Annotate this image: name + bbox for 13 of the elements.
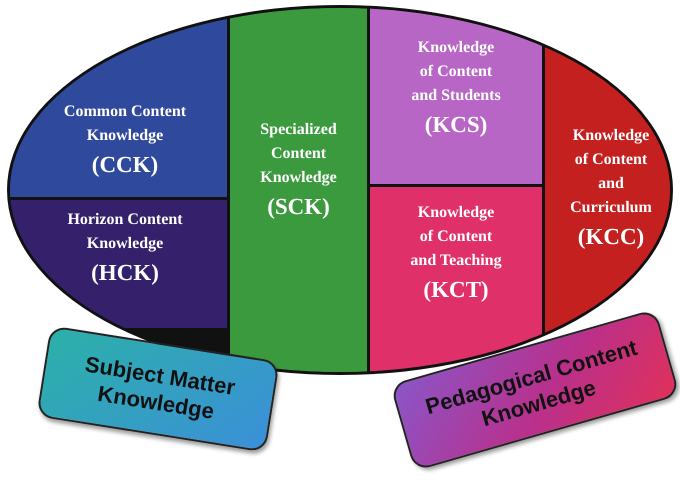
category-label: Subject Matter Knowledge (82, 350, 238, 426)
region-label: Common Content Knowledge (62, 102, 188, 146)
region-label: Knowledge of Content and Curriculum (569, 126, 653, 218)
region-label: Horizon Content Knowledge (66, 210, 184, 254)
region-label: Specialized Content Knowledge (259, 120, 338, 188)
abbreviation-label: (KCT) (422, 276, 490, 304)
abbreviation-label: (KCC) (576, 223, 646, 251)
abbreviation-label: (HCK) (90, 259, 160, 287)
region-label: Knowledge of Content and Students (410, 38, 502, 106)
abbreviation-label: (CCK) (90, 151, 160, 179)
abbreviation-label: (KCS) (424, 111, 488, 139)
region-label: Knowledge of Content and Teaching (410, 203, 502, 271)
abbreviation-label: (SCK) (266, 193, 331, 221)
